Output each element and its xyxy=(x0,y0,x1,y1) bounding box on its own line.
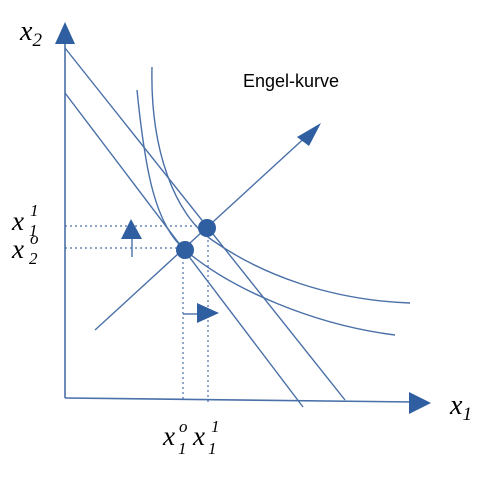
y-tick-lower-var: x xyxy=(11,234,24,264)
engel-curve-arrowhead xyxy=(297,123,321,146)
x-tick-left-sub: 1 xyxy=(178,439,187,458)
shift-arrow-right-head xyxy=(197,303,219,323)
indifference-curve-inner xyxy=(136,89,396,336)
x-tick-left-var: x xyxy=(162,421,175,451)
y-tick-upper-var: x xyxy=(11,206,24,236)
x-axis-arrowhead xyxy=(409,392,431,414)
x-axis xyxy=(64,397,415,403)
x-tick-left-sup: o xyxy=(179,417,188,436)
optimum-point-new xyxy=(198,219,216,237)
diagram-title: Engel-kurve xyxy=(243,71,339,91)
y-tick-lower-sub: 2 xyxy=(29,249,38,268)
x-tick-right-var: x xyxy=(192,421,205,451)
y-axis-label-var: x xyxy=(19,16,33,47)
y-tick-lower-sup: o xyxy=(30,229,39,248)
y-tick-label-lower: x o 2 xyxy=(11,229,39,268)
shift-arrow-up-head xyxy=(121,219,142,239)
x-tick-right-sub: 1 xyxy=(208,439,217,458)
x-tick-right-sup: 1 xyxy=(211,417,220,436)
x-tick-label-left: x o 1 xyxy=(162,417,188,458)
x-axis-label: x1 xyxy=(449,390,472,425)
x-axis-label-sub: 1 xyxy=(462,404,472,425)
optimum-point-initial xyxy=(176,241,194,259)
x-tick-label-right: x 1 1 xyxy=(192,417,220,458)
y-axis-label-sub: 2 xyxy=(32,30,42,51)
y-tick-upper-sup: 1 xyxy=(30,201,39,220)
y-tick-label-upper: x 1 1 xyxy=(11,201,39,240)
x-axis-label-var: x xyxy=(449,390,463,421)
indifference-curve-outer xyxy=(151,66,411,304)
y-axis-label: x2 xyxy=(19,16,42,51)
y-tick-upper-sub: 1 xyxy=(29,221,38,240)
y-axis-arrowhead xyxy=(55,22,75,44)
